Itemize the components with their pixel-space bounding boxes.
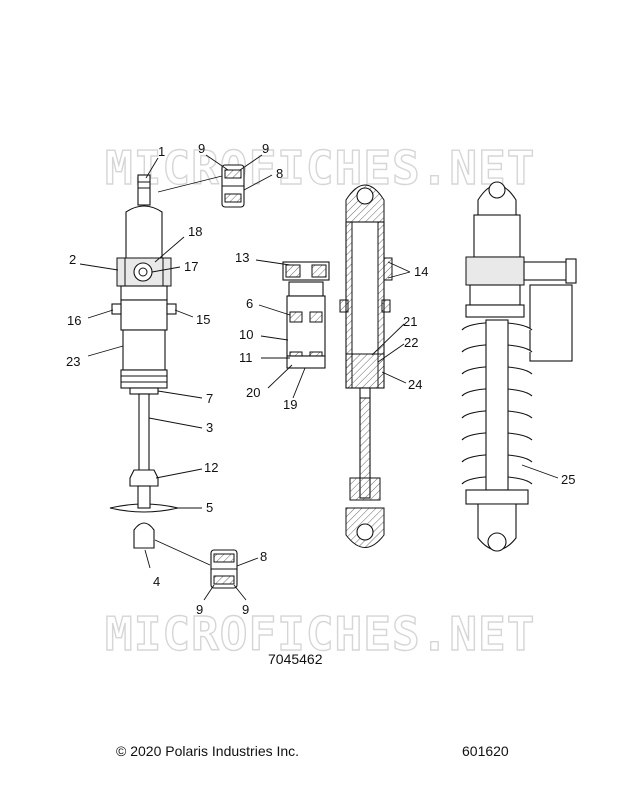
callout-11: 11 bbox=[239, 350, 253, 365]
callout-5: 5 bbox=[206, 500, 213, 515]
bearing-bottom bbox=[210, 549, 238, 589]
callout-4: 4 bbox=[153, 574, 160, 589]
shock-body-exploded bbox=[109, 174, 179, 549]
callout-9-bottom-right: 9 bbox=[242, 602, 249, 617]
part-number: 7045462 bbox=[268, 651, 323, 667]
callout-13: 13 bbox=[235, 250, 249, 265]
callout-24: 24 bbox=[408, 377, 422, 392]
callout-9-top-left: 9 bbox=[198, 141, 205, 156]
diagram-code: 601620 bbox=[462, 743, 509, 759]
shock-section-view bbox=[339, 184, 393, 548]
callout-14: 14 bbox=[414, 264, 428, 279]
callout-10: 10 bbox=[239, 327, 253, 342]
callout-19: 19 bbox=[283, 397, 297, 412]
callout-1: 1 bbox=[158, 144, 165, 159]
copyright-notice: © 2020 Polaris Industries Inc. bbox=[116, 743, 300, 759]
watermark-top: MICROFICHES.NET bbox=[105, 141, 535, 195]
callout-2: 2 bbox=[69, 252, 76, 267]
leader-lines bbox=[79, 154, 559, 601]
callout-21: 21 bbox=[403, 314, 417, 329]
callout-9-bottom-left: 9 bbox=[196, 602, 203, 617]
callout-8-bottom: 8 bbox=[260, 549, 267, 564]
callout-6: 6 bbox=[246, 296, 253, 311]
piston-cutaway bbox=[282, 261, 330, 369]
callout-23: 23 bbox=[66, 354, 80, 369]
watermark-bottom: MICROFICHES.NET bbox=[105, 607, 535, 661]
callout-7: 7 bbox=[206, 391, 213, 406]
callout-8-top: 8 bbox=[276, 166, 283, 181]
callout-16: 16 bbox=[67, 313, 81, 328]
callout-15: 15 bbox=[196, 312, 210, 327]
callout-20: 20 bbox=[246, 385, 260, 400]
callout-17: 17 bbox=[184, 259, 198, 274]
shock-assembled bbox=[461, 181, 577, 552]
callout-labels: 1 2 3 4 5 6 7 8 8 9 9 9 9 10 11 12 13 14… bbox=[66, 141, 575, 617]
callout-22: 22 bbox=[404, 335, 418, 350]
callout-9-top-right: 9 bbox=[262, 141, 269, 156]
bearing-top bbox=[221, 164, 245, 208]
callout-25: 25 bbox=[561, 472, 575, 487]
callout-12: 12 bbox=[204, 460, 218, 475]
callout-18: 18 bbox=[188, 224, 202, 239]
callout-3: 3 bbox=[206, 420, 213, 435]
